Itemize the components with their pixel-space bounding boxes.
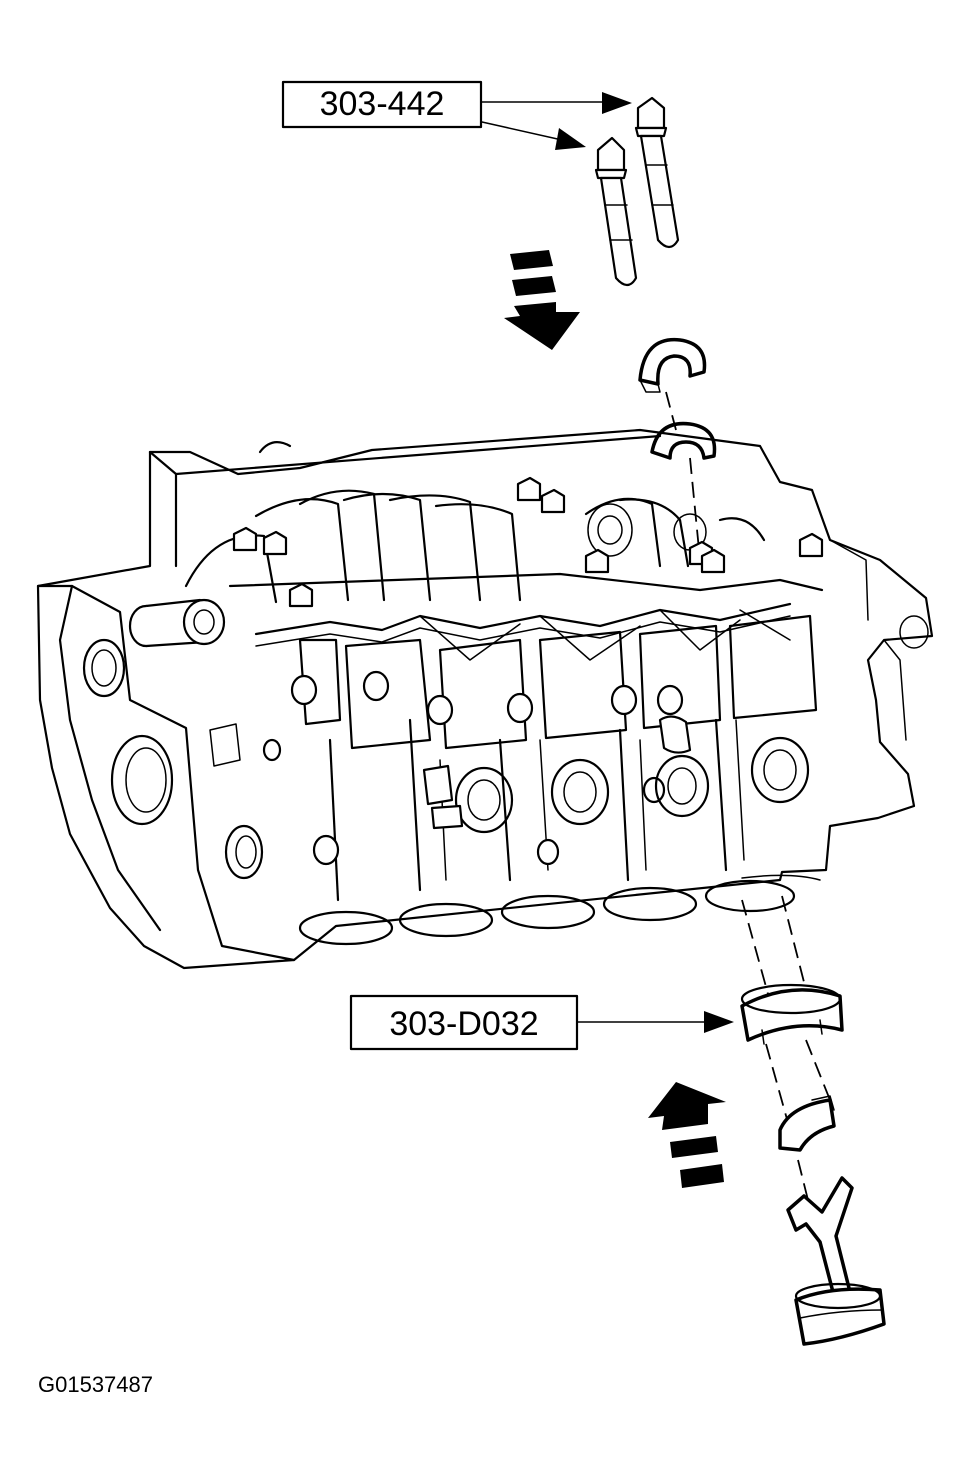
- boss-dowels: [262, 670, 692, 866]
- front-bore-lower: [110, 734, 174, 826]
- block-bores: [454, 736, 810, 834]
- cylinder-bores: [298, 874, 821, 946]
- figure-id: G01537487: [38, 1372, 153, 1397]
- bolt: [262, 530, 288, 556]
- arrowhead-top-1: [602, 92, 632, 114]
- alignment-dash-lower-right: [781, 895, 807, 991]
- bolt: [584, 548, 610, 574]
- main-bearing-bolts-top: [232, 476, 824, 608]
- label-tool-303-442: 303-442: [320, 85, 445, 123]
- engine-block: [36, 428, 934, 970]
- bearing-shell-upper-1: [638, 337, 707, 393]
- callout-box-bottom: [349, 994, 579, 1051]
- arrowhead-bottom: [704, 1011, 734, 1033]
- alignment-dash-lower-3: [805, 1039, 831, 1101]
- crankshaft-nose: [128, 598, 226, 648]
- bolt: [700, 548, 726, 574]
- alignment-dash-lower-2: [765, 1043, 791, 1131]
- label-tool-303-D032: 303-D032: [389, 1005, 538, 1043]
- guide-stud-left: [594, 136, 638, 287]
- bearing-driver-tool: [786, 1176, 886, 1346]
- guide-stud-right: [634, 96, 680, 249]
- callout-303-D032: 303-D032: [349, 994, 734, 1051]
- installer-ring: [740, 983, 844, 1045]
- bearing-shell-upper-2: [650, 421, 717, 460]
- block-outline: [36, 428, 934, 970]
- bolt: [798, 532, 824, 558]
- front-bore-small: [224, 824, 264, 880]
- alignment-dash-lower-left: [741, 899, 769, 995]
- arrowhead-top-2: [555, 128, 586, 150]
- bolt: [288, 582, 314, 608]
- callout-box-top: [281, 80, 483, 129]
- arrow-install-up: [648, 1082, 726, 1188]
- leader-line-top-2: [481, 121, 563, 141]
- bolt: [540, 488, 566, 514]
- front-bore-upper: [82, 638, 126, 698]
- arrow-install-down: [504, 250, 580, 350]
- alignment-dash-lower-4: [797, 1159, 809, 1201]
- bearing-shell-lower: [778, 1095, 836, 1152]
- bolt: [516, 476, 542, 502]
- alignment-dash-upper-1: [665, 391, 677, 431]
- bolt: [232, 526, 258, 552]
- callout-303-442: 303-442: [281, 80, 632, 150]
